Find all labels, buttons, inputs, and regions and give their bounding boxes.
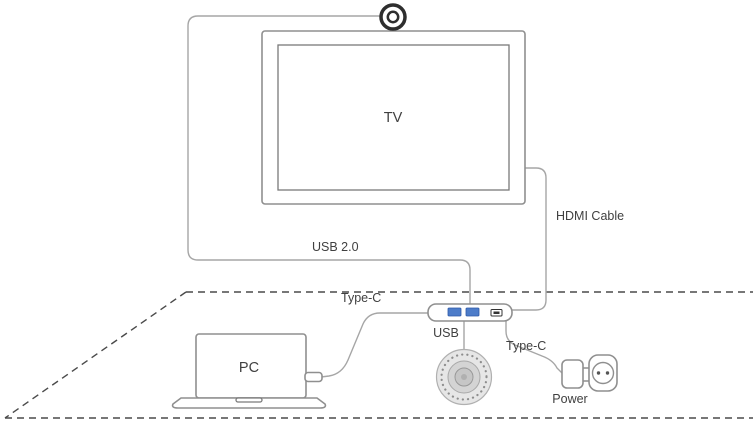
pc-label: PC <box>239 360 259 376</box>
hdmi-port-slot <box>493 311 500 314</box>
laptop: PC <box>171 333 327 409</box>
tv: TV <box>261 30 526 205</box>
webcam-lens <box>386 10 400 24</box>
usb2-cable <box>187 15 471 305</box>
outlet-socket <box>591 361 615 385</box>
speakerphone-mic-icon <box>461 374 467 380</box>
speakerphone <box>435 348 493 406</box>
table-surface <box>4 291 753 419</box>
typec-pc-cable <box>320 312 428 378</box>
typec-power-cable <box>505 320 564 375</box>
hdmi-label: HDMI Cable <box>556 209 624 223</box>
usb-port-1 <box>447 307 462 317</box>
power-adapter-body <box>561 359 584 389</box>
hdmi-cable <box>512 167 547 311</box>
power-label: Power <box>552 392 587 406</box>
laptop-base <box>171 397 327 409</box>
usb-label: USB <box>433 326 459 340</box>
outlet-hole-right <box>605 371 610 375</box>
typec-power-label: Type-C <box>506 339 546 353</box>
table-edge-left <box>4 291 187 419</box>
usb2-label: USB 2.0 <box>312 240 359 254</box>
tv-label: TV <box>384 110 403 126</box>
typec-plug <box>304 371 323 383</box>
typec-hub-label: Type-C <box>341 291 381 305</box>
webcam-icon <box>379 3 407 31</box>
power-adapter <box>561 354 618 392</box>
outlet-hole-left <box>596 371 601 375</box>
usb-port-2 <box>465 307 480 317</box>
tv-screen <box>277 44 510 191</box>
usb-hub <box>427 303 513 322</box>
speakerphone-speaker-holes <box>440 353 488 401</box>
laptop-notch <box>235 397 263 403</box>
